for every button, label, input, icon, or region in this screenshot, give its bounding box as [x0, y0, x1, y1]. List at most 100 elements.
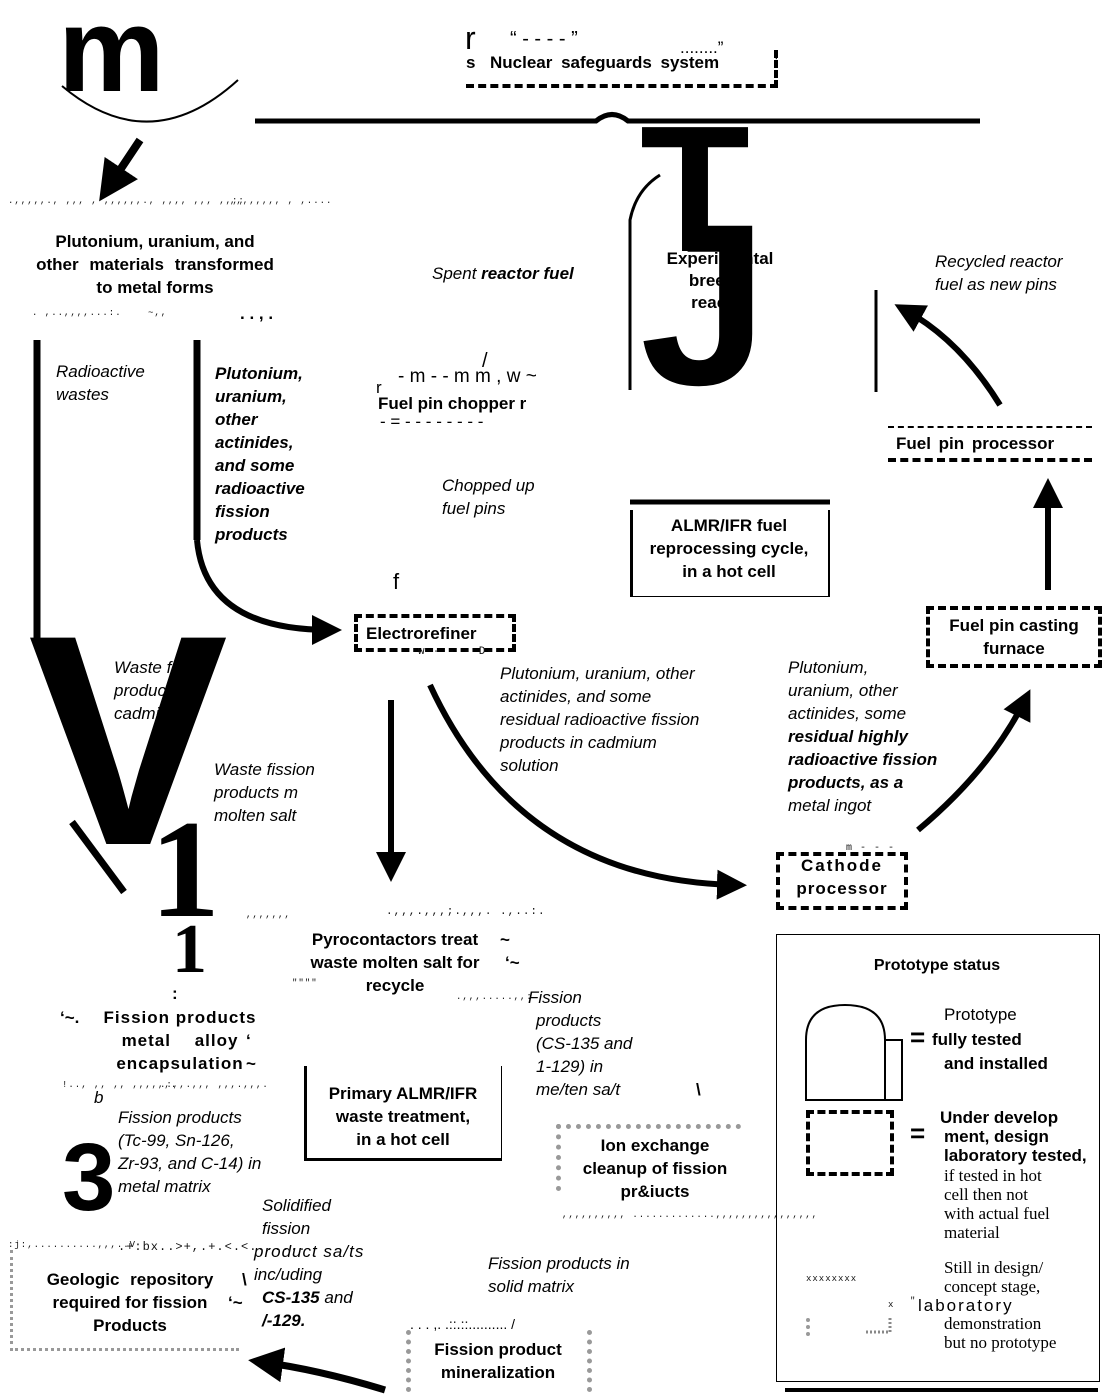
pyro-colon-noise: .,,,.....,,:: [456, 992, 533, 1002]
top-dots: ........”: [680, 38, 724, 57]
mineral-line-2: mineralization: [440, 1363, 556, 1382]
legend-dev-line-2: ment, design: [944, 1127, 1049, 1146]
cadmium-solution-line-3: residual radioactive fission: [500, 710, 700, 729]
geologic-repository-label: Geologic repository required for fission…: [20, 1268, 240, 1337]
mineralization-box: [406, 1330, 592, 1392]
dome-icon: [805, 1003, 886, 1101]
concept-icon: [866, 1318, 892, 1334]
encap-line-3: encapsulation: [116, 1054, 244, 1073]
chopper-small-r: r: [376, 378, 382, 397]
recycled-line-1: Recycled reactor: [935, 252, 1063, 271]
legend-tested-line-3: and installed: [944, 1054, 1048, 1073]
chopped-line-1: Chopped up: [442, 476, 535, 495]
pyro-tilde-1: ~: [500, 930, 510, 949]
legend-concept-line-3: demonstration: [944, 1314, 1042, 1333]
legend-noise-2: x: [888, 1300, 895, 1310]
solidified-line-5: CS-135 and: [254, 1286, 364, 1309]
actinides-line-6: radioactive: [215, 479, 305, 498]
encap-quote: ‘: [246, 1031, 251, 1050]
top-r: r: [465, 20, 476, 56]
solid-matrix-line-2: solid matrix: [488, 1277, 574, 1296]
legend-concept: Still in design/ concept stage,: [944, 1258, 1043, 1296]
cs-line-2: products: [536, 1011, 602, 1030]
legend-dev-bold: Under develop ment, design laboratory te…: [940, 1108, 1087, 1165]
encap-noise-right: .:,,.,,, ,,,.,,,.: [160, 1080, 269, 1090]
diagonal-stroke: [69, 819, 127, 895]
tc-line-1: Fission products: [118, 1108, 242, 1127]
chopped-pins-label: Chopped up fuel pins: [442, 474, 535, 520]
geologic-line-3: Products: [93, 1316, 167, 1335]
big-numeral-1: 1: [150, 792, 220, 947]
reactor-left-curve: [628, 173, 661, 390]
mineralization-label: Fission product mineralization: [410, 1338, 586, 1384]
spent-fuel-label: Spent reactor fuel: [432, 262, 574, 285]
solidified-salts-label: Solidified fission product sa/ts inc/udi…: [254, 1194, 364, 1332]
legend-title: Prototype status: [873, 957, 1001, 974]
geologic-tilde: ‘~: [228, 1293, 243, 1312]
spent-fuel-bold: reactor fuel: [481, 264, 574, 283]
tc-line-4: metal matrix: [118, 1177, 211, 1196]
pyro-line-3: recycle: [365, 976, 425, 995]
legend-eq-dev: =: [910, 1118, 926, 1148]
primary-line-2: waste treatment,: [335, 1107, 471, 1126]
cathode-line-2: processor: [796, 879, 888, 898]
materials-noise-bottom-right: . . , .: [240, 304, 274, 323]
solidified-line-3: product sa/ts: [254, 1242, 365, 1261]
materials-line-3: to metal forms: [96, 278, 214, 297]
legend-quote: ": [910, 1296, 917, 1306]
actinides-label: Plutonium, uranium, other actinides, and…: [215, 362, 305, 546]
almr-line-3: in a hot cell: [682, 562, 776, 581]
fuel-pin-chopper-label: Fuel pin chopper r: [378, 394, 527, 413]
small-numeral-1: 1: [172, 911, 207, 988]
b-mark: b: [94, 1088, 104, 1107]
cathode-top: m - - -: [846, 843, 896, 854]
ebr-reactor-label: EBR41 Experimental breeder reactor: [655, 226, 785, 314]
materials-line-1: Plutonium, uranium, and: [55, 232, 255, 251]
materials-noise-bottom-mid: ~,,: [148, 308, 168, 318]
pyro-quote: """": [292, 978, 318, 988]
mineral-line-1: Fission product: [434, 1340, 562, 1359]
encap-prefix: ‘~.: [60, 1008, 80, 1027]
arrow-mineral-to-geologic: [248, 1347, 387, 1394]
recycled-line-2: fuel as new pins: [935, 275, 1057, 294]
ingot-line-6: products, as a: [788, 773, 904, 792]
fuel-pin-processor-box: [888, 426, 1092, 462]
pyro-line-2: waste molten salt for: [310, 953, 480, 972]
cadmium-waste-line-3: cadmium: [114, 704, 183, 723]
actinides-line-7: fission: [215, 502, 270, 521]
chopper-top: - m - - m m , w ~: [398, 366, 537, 387]
cadmium-solution-line-2: actinides, and some: [500, 687, 652, 706]
ingot-line-5: radioactive fission: [788, 750, 938, 769]
ion-exchange-label: Ion exchange cleanup of fission pr&iucts: [560, 1134, 750, 1203]
pyro-noise-right: .,,,.,,,;.,,,. .,..:.: [386, 906, 546, 918]
legend-eq-tested: =: [910, 1022, 926, 1052]
solidified-line-4: inc/uding: [254, 1265, 323, 1284]
ion-line-3: pr&iucts: [620, 1182, 690, 1201]
ion-noise: ,,,,,,,,,, .............,,,,,,,,,,,,,,,,: [562, 1210, 819, 1220]
ebr-line-1: EBR41: [692, 227, 748, 246]
radioactive-wastes-line-2: wastes: [56, 385, 109, 404]
materials-noise-bottom: . ,..,,,,...:.: [32, 308, 122, 318]
arrow-m-to-materials: [99, 137, 144, 202]
dome-icon-annex: [884, 1039, 903, 1101]
metal-ingot-label: Plutonium, uranium, other actinides, som…: [788, 656, 937, 817]
actinides-line-8: products: [215, 525, 288, 544]
safeguards-label: Nuclear safeguards system: [490, 53, 720, 72]
ion-line-2: cleanup of fission: [582, 1159, 728, 1178]
almr-cycle-label: ALMR/IFR fuel reprocessing cycle, in a h…: [634, 514, 824, 583]
cadmium-waste-label: Waste fission products in cadmium: [114, 656, 215, 725]
casting-furnace-box: [926, 606, 1102, 668]
big-numeral-3: 3: [62, 1124, 116, 1231]
legend-dev-serif: if tested in hot cell then not with actu…: [944, 1166, 1050, 1242]
chopper-slash: /: [482, 350, 488, 372]
almr-line-1: ALMR/IFR fuel: [670, 516, 788, 535]
f-mark: f: [393, 569, 400, 594]
mineral-noise: . . . ,. .::.::.......... /: [410, 1316, 516, 1332]
big-letter-m: m: [58, 0, 165, 117]
cadmium-solution-line-4: products in cadmium: [500, 733, 657, 752]
ebr-line-2: Experimental: [666, 249, 774, 268]
ion-exchange-box: [556, 1124, 741, 1191]
tc-metal-matrix-label: Fission products (Tc-99, Sn-126, Zr-93, …: [118, 1106, 261, 1198]
chopper-bottom: - = - - - - - - - -: [380, 412, 484, 431]
